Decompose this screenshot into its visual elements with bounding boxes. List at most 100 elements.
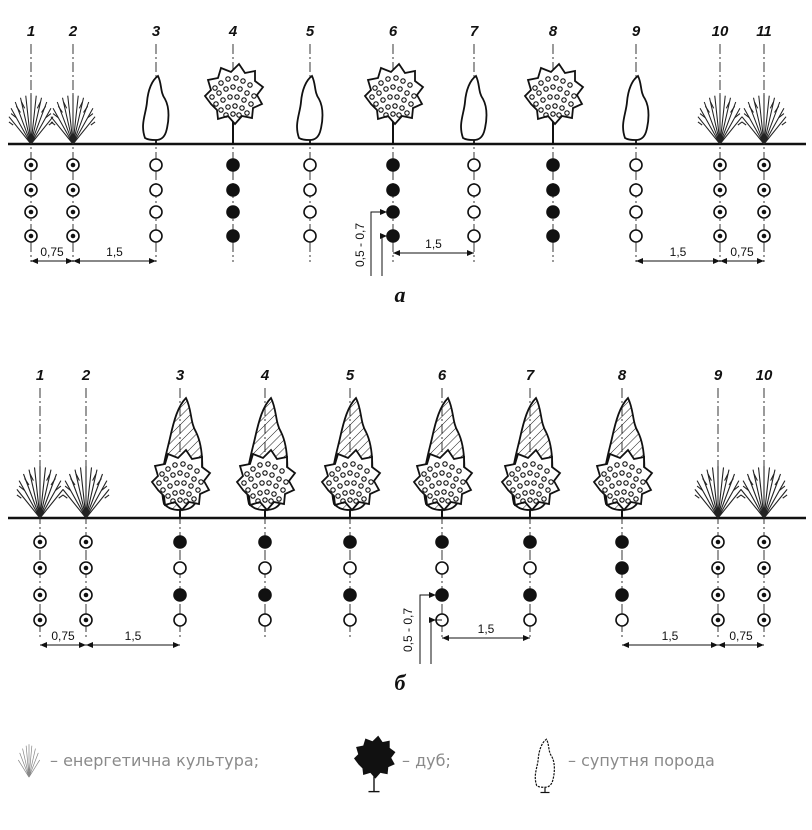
oak-seedling (386, 183, 400, 197)
row-number: 6 (389, 23, 398, 40)
row-number: 2 (68, 23, 78, 40)
energy-crop-seedling-center (715, 565, 721, 571)
energy-crop-seedling-center (37, 617, 43, 623)
energy-crop-tree-icon (16, 465, 64, 519)
energy-crop-tree-icon (694, 465, 742, 519)
row-number: 5 (306, 23, 315, 40)
energy-crop-seedling-center (761, 565, 767, 571)
dimension-arrowhead (467, 250, 474, 256)
legend-oak-label: – дуб; (402, 750, 451, 770)
companion-seedling (629, 183, 643, 197)
dimension-arrowhead (380, 233, 387, 239)
companion-seedling (149, 229, 163, 243)
dimension-arrowhead (173, 642, 180, 648)
dimension-arrowhead (757, 642, 764, 648)
dimension-arrowhead (86, 642, 93, 648)
row-number: 6 (438, 367, 447, 384)
energy-crop-seedling-center (70, 162, 76, 168)
companion-seedling (467, 229, 481, 243)
dimension-arrowhead (711, 642, 718, 648)
oak-seedling (173, 535, 187, 549)
dim-a-0-75-right-label: 0,75 (730, 245, 754, 259)
oak-companion-tree-icon (321, 397, 381, 519)
dim-a-0-75-left-label: 0,75 (40, 245, 64, 259)
row-number: 3 (152, 23, 161, 40)
dimension-arrowhead (393, 250, 400, 256)
row-number: 9 (714, 367, 723, 384)
companion-seedling (629, 229, 643, 243)
companion-seedling (303, 205, 317, 219)
companion-seedling (149, 205, 163, 219)
panel-b-label: б (395, 670, 407, 695)
dimension-arrowhead (636, 258, 643, 264)
energy-crop-seedling-center (761, 187, 767, 193)
row-number: 4 (260, 367, 270, 384)
energy-crop-seedling-center (83, 565, 89, 571)
companion-seedling (467, 205, 481, 219)
row-number: 8 (549, 23, 558, 40)
dimension-arrowhead (380, 209, 387, 215)
oak-seedling (258, 588, 272, 602)
dim-a-in-row-label: 0,5 - 0,7 (353, 223, 367, 267)
companion-tree-icon (622, 75, 650, 145)
oak-seedling (615, 588, 629, 602)
energy-crop-tree-icon (50, 94, 96, 145)
dimension-arrowhead (757, 258, 764, 264)
energy-crop-seedling-center (715, 592, 721, 598)
energy-crop-seedling-center (83, 617, 89, 623)
energy-crop-seedling-center (70, 209, 76, 215)
dim-a-in-row-line (370, 211, 393, 276)
energy-crop-tree-icon (8, 94, 54, 145)
companion-seedling (467, 183, 481, 197)
oak-tree-icon (524, 63, 584, 145)
dim-b-0-75-right-label: 0,75 (729, 629, 753, 643)
dim-b-in-row-line (419, 594, 442, 664)
oak-tree-icon (204, 63, 264, 145)
dimension-arrowhead (66, 258, 73, 264)
oak-seedling (226, 205, 240, 219)
dimension-arrowhead (429, 617, 436, 623)
energy-crop-seedling-center (717, 209, 723, 215)
oak-seedling (226, 158, 240, 172)
energy-crop-seedling-center (761, 592, 767, 598)
energy-crop-seedling-center (28, 209, 34, 215)
energy-crop-seedling-center (70, 233, 76, 239)
panel-a-label: а (395, 282, 406, 307)
energy-crop-tree-icon (697, 94, 743, 145)
energy-crop-seedling-center (70, 187, 76, 193)
oak-seedling (258, 535, 272, 549)
energy-crop-seedling-center (28, 233, 34, 239)
row-number: 2 (81, 367, 91, 384)
energy-crop-seedling-center (37, 592, 43, 598)
row-number: 11 (756, 23, 772, 40)
dimension-arrowhead (718, 642, 725, 648)
legend-companion: – супутня порода (528, 738, 715, 794)
companion-seedling (615, 613, 629, 627)
dim-b-in-row-label: 0,5 - 0,7 (401, 608, 415, 652)
dim-a-1-5-left-label: 1,5 (106, 245, 123, 259)
oak-seedling (226, 229, 240, 243)
companion-seedling (435, 561, 449, 575)
row-number: 7 (470, 23, 479, 40)
row-number: 7 (526, 367, 535, 384)
oak-companion-tree-icon (413, 397, 473, 519)
companion-seedling (629, 205, 643, 219)
oak-seedling (546, 229, 560, 243)
companion-seedling (523, 561, 537, 575)
companion-seedling (149, 183, 163, 197)
energy-crop-seedling-center (717, 162, 723, 168)
oak-seedling (386, 158, 400, 172)
row-number: 5 (346, 367, 355, 384)
energy-crop-seedling-center (83, 592, 89, 598)
dimension-arrowhead (40, 642, 47, 648)
energy-crop-seedling-center (717, 187, 723, 193)
energy-crop-seedling-center (761, 209, 767, 215)
row-number: 10 (712, 23, 729, 40)
oak-companion-tree-icon (501, 397, 561, 519)
dim-b-1-5-left-label: 1,5 (125, 629, 142, 643)
energy-crop-tree-icon (741, 94, 787, 145)
dimension-arrowhead (720, 258, 727, 264)
companion-tree-icon (534, 738, 555, 794)
